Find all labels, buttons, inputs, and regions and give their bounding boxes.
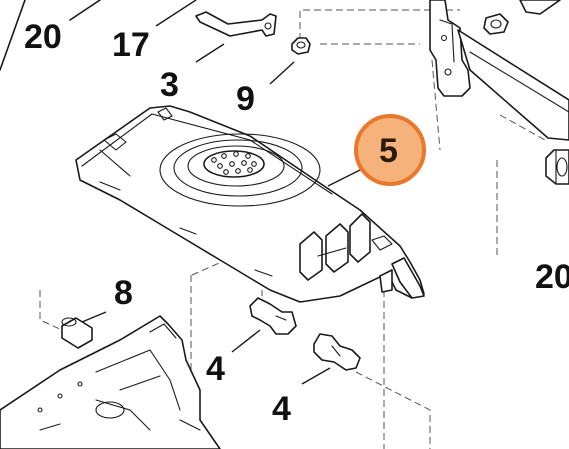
callout-20-top-left: 20	[24, 18, 62, 56]
highlight-callout-circle	[354, 114, 426, 186]
lower-left-chassis	[0, 315, 221, 449]
frame-edge-top-left	[0, 0, 101, 71]
callout-20-right: 20	[535, 258, 569, 296]
part-3-bent-rod	[195, 11, 277, 37]
callout-4-left: 4	[206, 350, 225, 388]
callout-5: 5	[379, 132, 398, 170]
part-5-cover-plate	[75, 105, 425, 303]
part-20-right-nut	[545, 149, 569, 185]
vent-holes	[211, 151, 257, 175]
leader-lines	[81, 0, 369, 385]
callout-8: 8	[114, 274, 133, 312]
part-4-left-bolt	[249, 297, 297, 335]
callout-9: 9	[236, 80, 255, 118]
part-4-bottom-bolt	[313, 333, 361, 371]
callout-3: 3	[160, 66, 179, 104]
callout-17: 17	[112, 26, 150, 64]
upper-right-bracket	[429, 0, 569, 141]
callout-4-bottom: 4	[272, 390, 291, 428]
part-8-spacer	[61, 317, 93, 349]
part-9-nut	[291, 37, 311, 55]
